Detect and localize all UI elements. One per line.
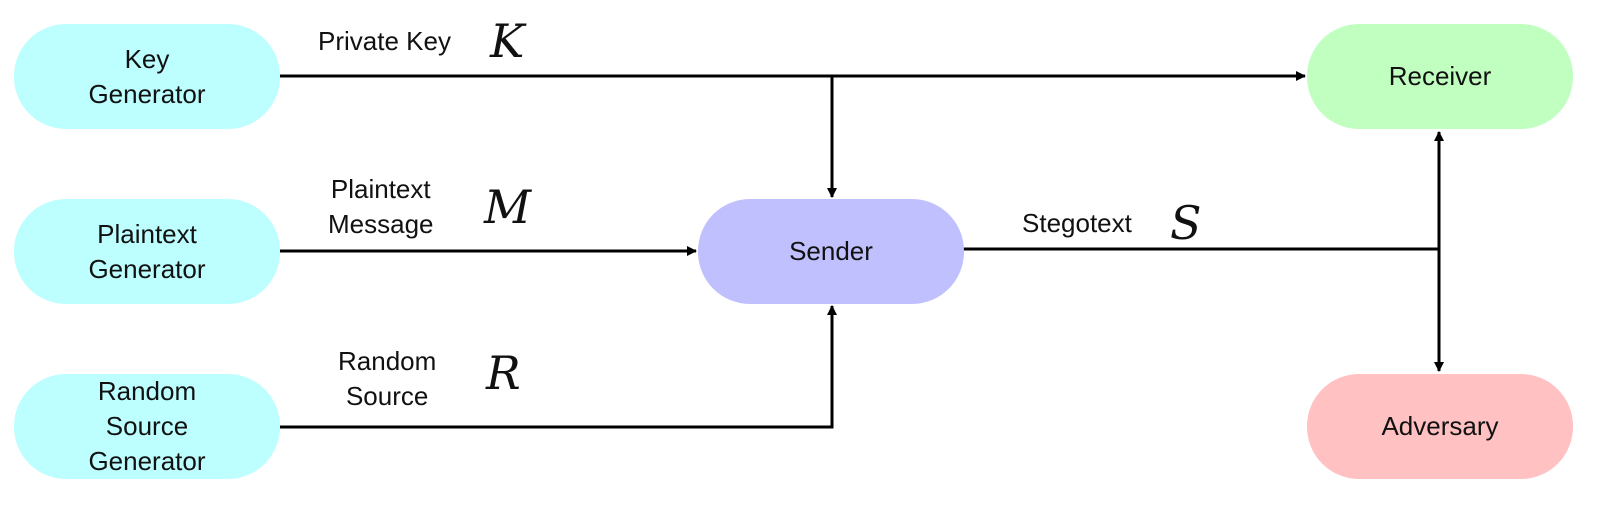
adversary-label: Adversary (1381, 411, 1499, 441)
private-key-symbol: K (490, 14, 525, 68)
plaintext-message-label: Plaintext Message (328, 174, 434, 239)
plaintext-message-symbol: M (484, 180, 532, 234)
random-source-generator-label: Random Source Generator (88, 376, 206, 476)
private-key-label: Private Key (318, 26, 451, 56)
plaintext-generator-label: Plaintext Generator (88, 218, 206, 284)
stegotext-label: Stegotext (1022, 208, 1132, 238)
key-generator-node: Key Generator (14, 24, 280, 129)
stegotext-symbol: S (1170, 196, 1202, 250)
random-source-label: Random Source (338, 346, 437, 411)
random-source-line (280, 305, 837, 429)
key-generator-label: Key Generator (88, 43, 206, 109)
random-source-generator-node: Random Source Generator (14, 374, 280, 479)
receiver-node: Receiver (1307, 24, 1573, 129)
sender-label: Sender (789, 236, 873, 266)
random-source-symbol: R (486, 346, 521, 400)
adversary-node: Adversary (1307, 374, 1573, 479)
plaintext-generator-node: Plaintext Generator (14, 199, 280, 304)
sender-node: Sender (698, 199, 964, 304)
receiver-label: Receiver (1388, 61, 1492, 91)
